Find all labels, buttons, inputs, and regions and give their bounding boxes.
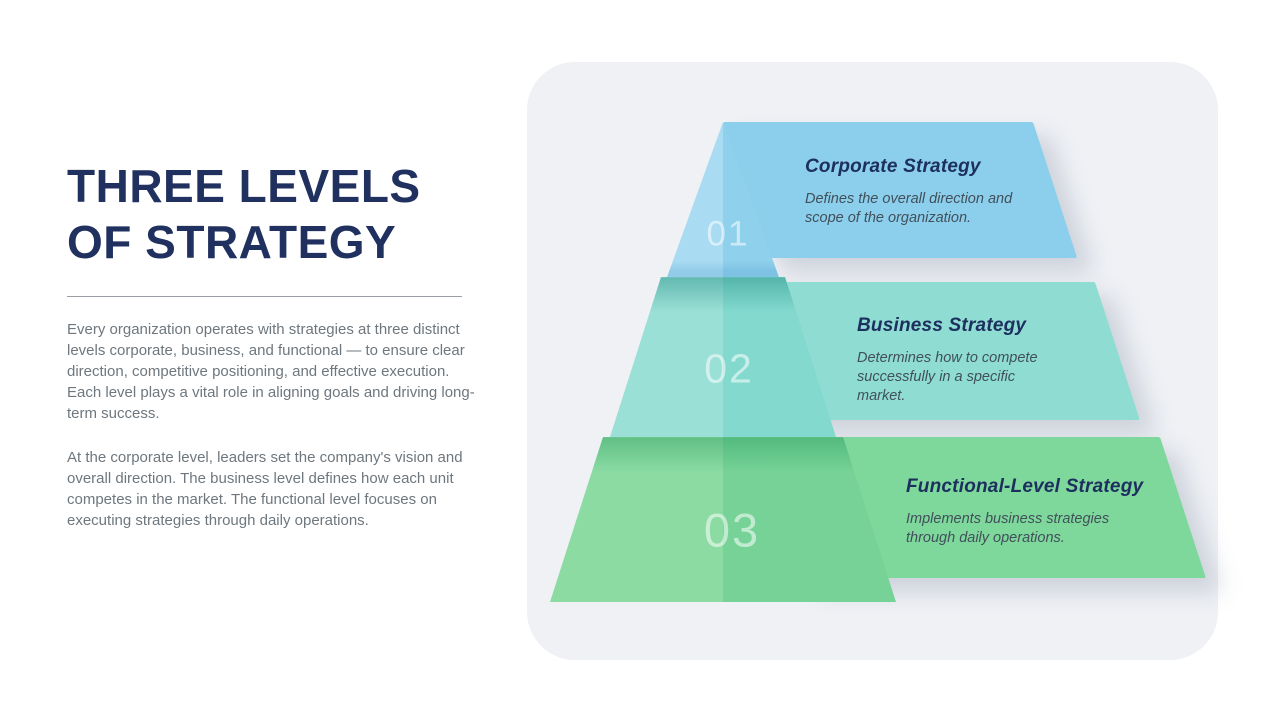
card-description-functional: Implements business strategies through d… [906, 511, 1110, 547]
intro-paragraph-1: Every organization operates with strateg… [67, 321, 475, 422]
pyramid-level-3 [550, 437, 896, 602]
title-line-2: OF STRATEGY [67, 216, 397, 268]
level-number-3: 03 [703, 503, 761, 557]
title-line-1: THREE LEVELS [67, 160, 421, 212]
card-text-business: Business Strategy Determines how to comp… [857, 315, 1052, 406]
card-text-corporate: Corporate Strategy Defines the overall d… [805, 156, 1020, 228]
card-description-corporate: Defines the overall direction and scope … [805, 191, 1013, 227]
card-title-functional: Functional-Level Strategy [906, 476, 1144, 497]
card-text-functional: Functional-Level Strategy Implements bus… [906, 476, 1143, 548]
level-number-1: 01 [706, 214, 750, 254]
card-description-business: Determines how to compete successfully i… [857, 350, 1038, 405]
level-number-2: 02 [704, 345, 754, 392]
diagram-panel: 01 02 03 Corporate Strategy Defines the … [527, 62, 1218, 660]
intro-paragraph-2: At the corporate level, leaders set the … [67, 449, 463, 529]
card-title-business: Business Strategy [857, 315, 1027, 336]
title-divider [67, 296, 462, 297]
card-title-corporate: Corporate Strategy [805, 156, 981, 177]
